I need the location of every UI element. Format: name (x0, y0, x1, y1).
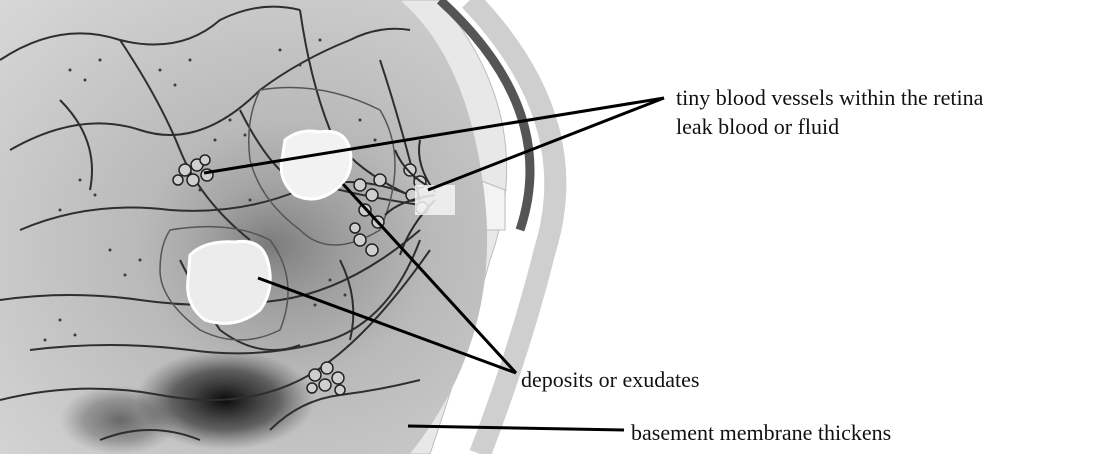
label-deposits: deposits or exudates (521, 366, 699, 394)
leader-line-membrane (408, 426, 624, 430)
label-vessels-line1: tiny blood vessels within the retina (676, 84, 983, 112)
retina-surface (0, 0, 520, 454)
label-vessels-line2: leak blood or fluid (676, 113, 839, 141)
label-membrane: basement membrane thickens (631, 419, 891, 447)
